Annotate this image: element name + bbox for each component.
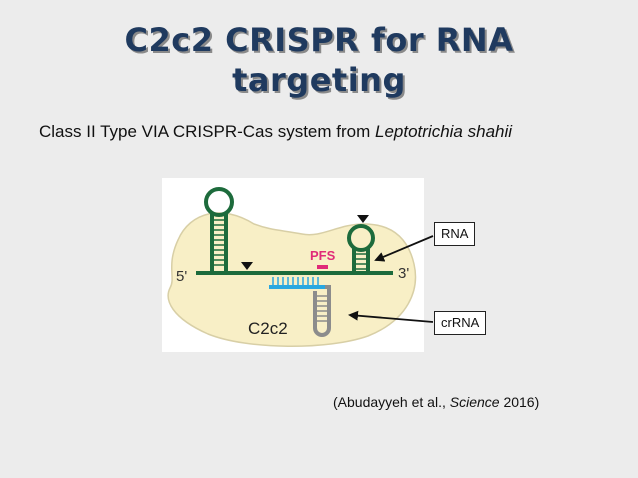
citation-suffix: 2016)	[499, 394, 540, 410]
c2c2-label: C2c2	[248, 319, 288, 338]
right-hairpin-loop	[347, 224, 375, 252]
citation-journal: Science	[449, 394, 500, 410]
slide-subtitle: Class II Type VIA CRISPR-Cas system from…	[39, 122, 629, 142]
right-stem-rungs	[355, 253, 367, 270]
three-prime-label: 3'	[398, 265, 409, 282]
five-prime-label: 5'	[176, 268, 187, 285]
rna-callout: RNA	[434, 222, 476, 246]
crrna-arrow	[348, 310, 434, 323]
citation: (Abudayyeh et al., Science 2016)	[333, 394, 539, 410]
slide-title-line-2: targeting	[232, 61, 406, 99]
left-stem-rungs	[213, 219, 225, 266]
pfs-mark	[317, 265, 328, 269]
crrna-stem-rungs	[316, 295, 328, 322]
slide-title-line-1: C2c2 CRISPR for RNA	[124, 21, 514, 59]
citation-prefix: (Abudayyeh et al.,	[333, 394, 450, 410]
crrna-callout: crRNA	[434, 311, 487, 335]
crrna-repeat-hairpin	[313, 285, 331, 337]
rna-arrow	[374, 235, 434, 262]
species-name: Leptotrichia shahii	[375, 122, 513, 141]
cleavage-marker-left	[241, 262, 253, 270]
pfs-label: PFS	[310, 248, 336, 263]
cleavage-marker-top	[357, 215, 369, 223]
subtitle-text: Class II Type VIA CRISPR-Cas system from	[39, 122, 375, 141]
crrna-spacer	[269, 285, 325, 289]
spacer-pairing	[272, 277, 319, 285]
left-hairpin-loop	[204, 187, 234, 217]
